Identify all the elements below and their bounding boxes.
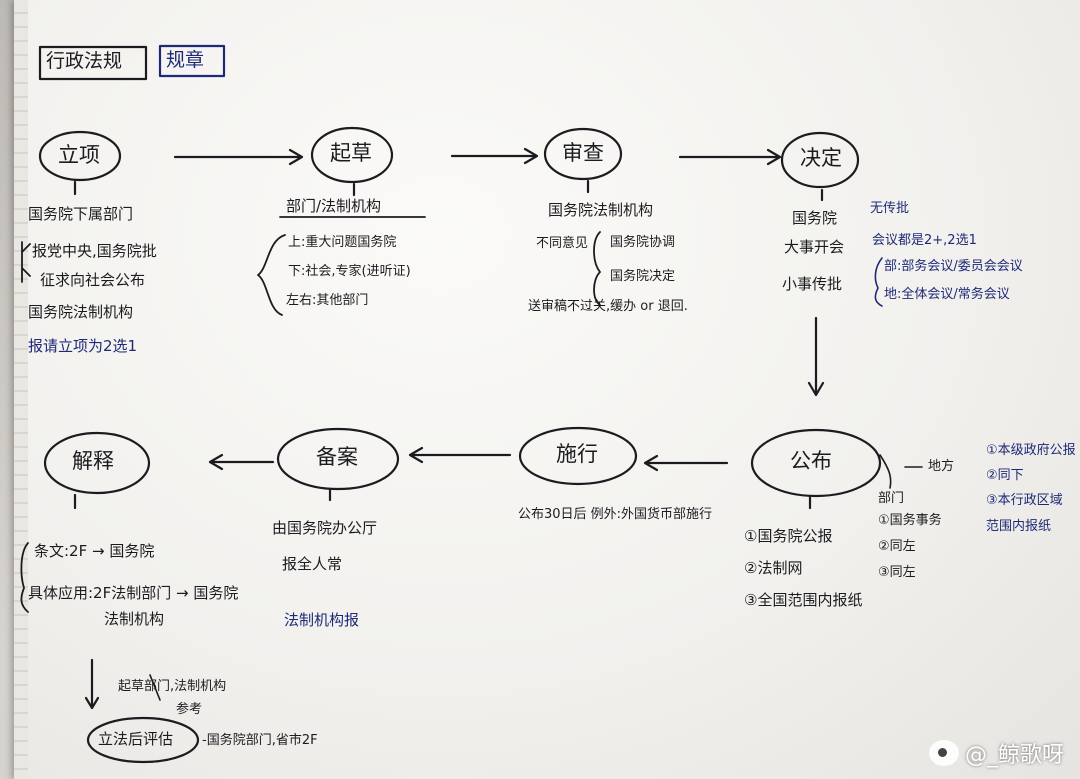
gongbu-dept2: ②同左 [878, 539, 916, 554]
circle-qicao [310, 126, 394, 184]
gongbu-local2: ②同下 [986, 468, 1024, 483]
jieshi-line1: 条文:2F → 国务院 [34, 542, 155, 560]
gongbu-dept3: ③同左 [878, 565, 916, 580]
circle-beian [276, 427, 400, 491]
jieshi-line2: 具体应用:2F法制部门 → 国务院 [28, 584, 239, 602]
circle-jueding [780, 131, 860, 189]
gongbu-dept-label: 部门 [878, 491, 905, 506]
qicao-sub: 部门/法制机构 [286, 197, 382, 215]
jueding-side3: 部:部务会议/委员会会议 [884, 259, 1023, 274]
jueding-line3: 小事传批 [782, 275, 843, 293]
node-jieshi: 解释 [72, 449, 114, 473]
arrow-qicao-shencha [450, 147, 539, 165]
node-pinggu: 立法后评估 [98, 730, 174, 748]
beian-note: 法制机构报 [284, 611, 360, 629]
header-box-2 [158, 44, 226, 78]
lixiang-line3: 国务院法制机构 [28, 303, 134, 321]
header-box-1 [38, 45, 148, 81]
node-shixing: 施行 [556, 442, 598, 466]
arrow-jieshi-pinggu [84, 658, 100, 710]
jieshi-bottom2: 参考 [176, 702, 203, 717]
circle-jieshi [43, 431, 151, 495]
node-jueding: 决定 [800, 146, 842, 170]
qicao-item2: 下:社会,专家(进听证) [288, 264, 411, 279]
weibo-icon [928, 740, 959, 766]
shencha-label: 不同意见 [536, 236, 589, 251]
node-gongbu: 公布 [790, 449, 832, 473]
beian-line1: 由国务院办公厅 [272, 519, 378, 537]
node-beian: 备案 [316, 445, 358, 469]
circle-pinggu [86, 716, 200, 764]
gongbu-item1: ①国务院公报 [744, 527, 833, 545]
circle-gongbu [750, 428, 882, 498]
qicao-item3: 左右:其他部门 [286, 293, 369, 308]
jueding-side2: 会议都是2+,2选1 [872, 233, 977, 248]
jueding-line2: 大事开会 [784, 238, 845, 256]
circle-lixiang [38, 130, 122, 182]
paper-sheet [14, 0, 1080, 779]
circle-shencha [543, 127, 623, 181]
shencha-opt2: 国务院决定 [610, 269, 676, 284]
shencha-note: 送审稿不过关,缓办 or 退回. [528, 299, 688, 314]
shencha-sub: 国务院法制机构 [548, 201, 654, 219]
arrow-jueding-gongbu [807, 316, 825, 397]
gongbu-local1: ①本级政府公报 [986, 443, 1076, 458]
jieshi-bottom3: -国务院部门,省市2F [202, 733, 318, 748]
gongbu-local3: ③本行政区域 [986, 493, 1063, 508]
qicao-item1: 上:重大问题国务院 [288, 235, 397, 250]
node-lixiang: 立项 [58, 143, 100, 167]
arrow-shencha-jueding [678, 148, 782, 166]
jieshi-line3: 法制机构 [104, 610, 165, 628]
lixiang-line2: 征求向社会公布 [40, 271, 146, 289]
gongbu-item2: ②法制网 [744, 559, 803, 577]
lixiang-sub: 国务院下属部门 [28, 205, 134, 223]
shencha-opt1: 国务院协调 [610, 235, 676, 250]
arrow-shixing-beian [408, 446, 512, 464]
jueding-side4: 地:全体会议/常务会议 [884, 287, 1010, 302]
notebook-edge [14, 0, 28, 779]
arrow-lixiang-qicao [173, 148, 304, 166]
node-shencha: 审查 [562, 141, 604, 165]
arrow-gongbu-shixing [643, 454, 729, 472]
jueding-side: 无传批 [870, 201, 910, 216]
node-qicao: 起草 [330, 141, 372, 165]
circle-shixing [518, 426, 638, 486]
arrow-beian-jieshi [208, 453, 275, 471]
lixiang-line1: 报党中央,国务院批 [32, 242, 157, 260]
shixing-text: 公布30日后 例外:外国货币部施行 [518, 507, 713, 522]
gongbu-item3: ③全国范围内报纸 [744, 591, 863, 609]
header-tag-xingzhengfagui: 行政法规 [46, 50, 123, 72]
beian-line2: 报全人常 [282, 555, 343, 573]
gongbu-dept1: ①国务事务 [878, 513, 942, 528]
gongbu-local-label: 地方 [928, 459, 955, 474]
header-tag-guizhang: 规章 [166, 49, 205, 71]
watermark-text: @_鲸歌呀 [964, 743, 1064, 768]
gongbu-local4: 范围内报纸 [986, 519, 1052, 534]
watermark: @_鲸歌呀 [928, 737, 1064, 769]
lixiang-note: 报请立项为2选1 [28, 337, 138, 355]
jueding-line1: 国务院 [792, 209, 838, 227]
jieshi-bottom1: 起草部门,法制机构 [118, 679, 227, 694]
